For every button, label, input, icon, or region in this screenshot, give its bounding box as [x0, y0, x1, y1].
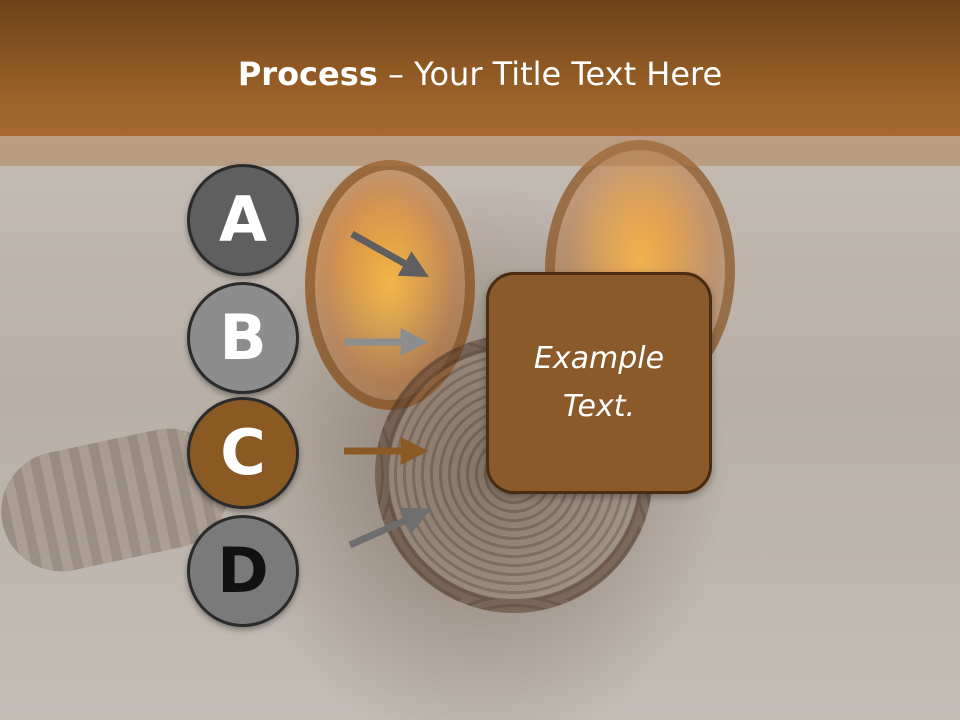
title-bar	[0, 0, 960, 136]
step-circle-d[interactable]: D	[187, 515, 299, 627]
arrow-d	[348, 507, 432, 549]
slide-title[interactable]: Process – Your Title Text Here	[0, 52, 960, 96]
step-circle-c[interactable]: C	[187, 397, 299, 509]
step-letter-d: D	[217, 534, 269, 607]
title-band	[0, 136, 960, 166]
example-text: Example Text.	[533, 341, 665, 424]
step-circle-a[interactable]: A	[187, 164, 299, 276]
step-circle-b[interactable]: B	[187, 282, 299, 394]
title-rest: – Your Title Text Here	[377, 55, 723, 93]
example-text-box[interactable]: Example Text.	[486, 272, 712, 494]
arrow-a	[350, 230, 429, 278]
step-letter-a: A	[219, 183, 267, 256]
step-letter-b: B	[219, 301, 267, 374]
title-bold: Process	[237, 55, 378, 93]
step-letter-c: C	[220, 416, 266, 489]
